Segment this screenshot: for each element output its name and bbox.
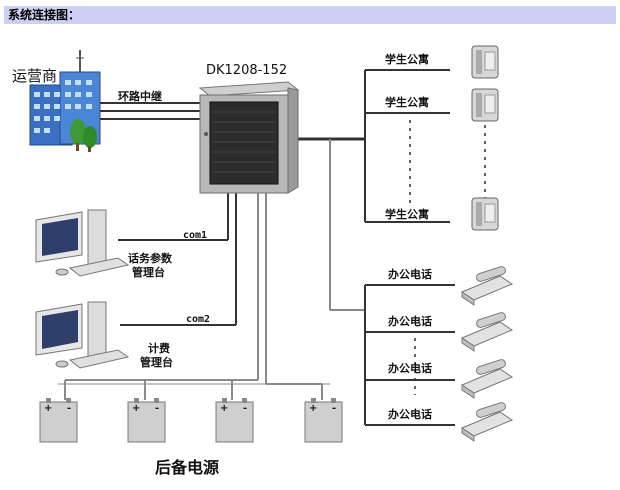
connection-lines bbox=[98, 69, 486, 426]
battery-minus-label: - bbox=[243, 403, 248, 414]
battery-icon bbox=[127, 398, 166, 443]
battery-icon bbox=[39, 398, 78, 443]
student-apartment-label-3: 学生公寓 bbox=[385, 208, 429, 221]
battery-plus-label: + bbox=[132, 403, 141, 414]
switch-model-label: DK1208-152 bbox=[206, 63, 288, 78]
battery-icon bbox=[304, 398, 343, 443]
office-phone-icon bbox=[460, 402, 514, 442]
student-phone-icon bbox=[471, 45, 499, 79]
battery-plus-label: + bbox=[44, 403, 53, 414]
office-phone-label-4: 办公电话 bbox=[388, 408, 432, 421]
console1-label-line1: 话务参数 bbox=[128, 252, 172, 265]
student-phone-icon bbox=[471, 88, 499, 122]
office-phone-icon bbox=[460, 266, 514, 306]
battery-icon bbox=[215, 398, 254, 443]
carrier-label: 运营商 bbox=[12, 67, 58, 85]
office-phone-label-3: 办公电话 bbox=[388, 362, 432, 375]
console1-label-line2: 管理台 bbox=[132, 266, 165, 279]
office-phone-icon bbox=[460, 359, 514, 399]
battery-plus-label: + bbox=[220, 403, 229, 414]
com1-label: com1 bbox=[183, 230, 208, 241]
console2-label-line2: 管理台 bbox=[140, 356, 173, 369]
battery-minus-label: - bbox=[155, 403, 160, 414]
student-apartment-label-2: 学生公寓 bbox=[385, 96, 429, 109]
student-phone-icon bbox=[471, 197, 499, 231]
com2-label: com2 bbox=[186, 314, 211, 325]
office-phone-label-1: 办公电话 bbox=[388, 268, 432, 281]
console2-label-line1: 计费 bbox=[148, 342, 170, 355]
trunk-label: 环路中继 bbox=[118, 90, 162, 103]
office-phone-icon bbox=[460, 312, 514, 352]
battery-minus-label: - bbox=[67, 403, 72, 414]
backup-power-label: 后备电源 bbox=[155, 458, 220, 477]
student-apartment-label-1: 学生公寓 bbox=[385, 53, 429, 66]
power-lines bbox=[58, 193, 330, 400]
carrier-building-icon bbox=[29, 50, 101, 152]
battery-minus-label: - bbox=[332, 403, 337, 414]
computer-icon bbox=[35, 209, 130, 277]
switch-cabinet-icon bbox=[198, 81, 300, 194]
section-title: 系统连接图： bbox=[4, 6, 616, 24]
office-phone-label-2: 办公电话 bbox=[388, 315, 432, 328]
battery-plus-label: + bbox=[309, 403, 318, 414]
computer-icon bbox=[35, 301, 130, 369]
